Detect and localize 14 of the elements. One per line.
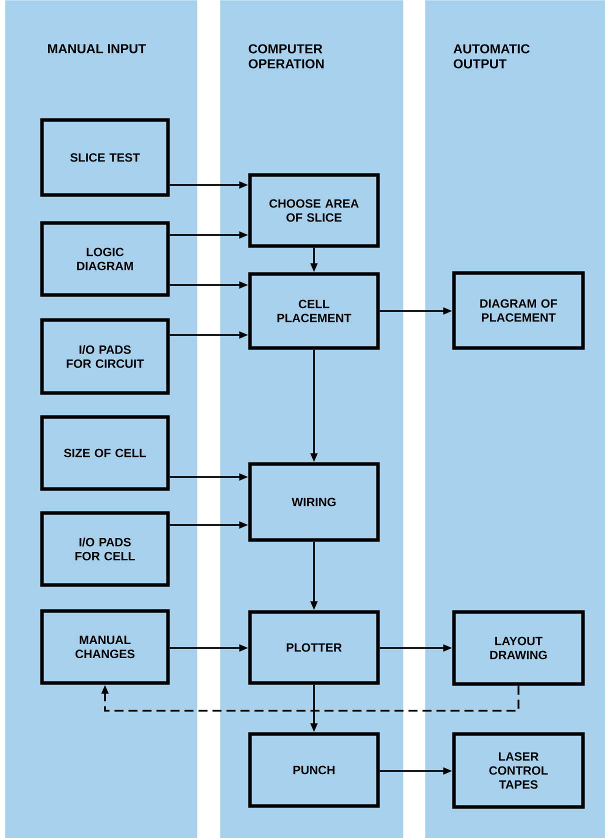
process-box: PLOTTER (248, 610, 380, 685)
process-box: SLICE TEST (40, 118, 170, 197)
process-box: WIRING (248, 462, 380, 542)
process-box: I/O PADS FOR CELL (40, 511, 170, 587)
process-box: SIZE OF CELL (40, 415, 170, 491)
process-box: LOGIC DIAGRAM (40, 221, 170, 297)
process-box: I/O PADS FOR CIRCUIT (40, 318, 170, 395)
process-box: DIAGRAM OF PLACEMENT (452, 271, 585, 350)
process-box: CELL PLACEMENT (248, 272, 380, 350)
process-box: PUNCH (248, 732, 380, 808)
process-box: CHOOSE AREA OF SLICE (248, 173, 380, 248)
process-box: MANUAL CHANGES (40, 609, 170, 685)
process-box: LAYOUT DRAWING (452, 610, 585, 686)
process-box: LASER CONTROL TAPES (452, 732, 585, 809)
